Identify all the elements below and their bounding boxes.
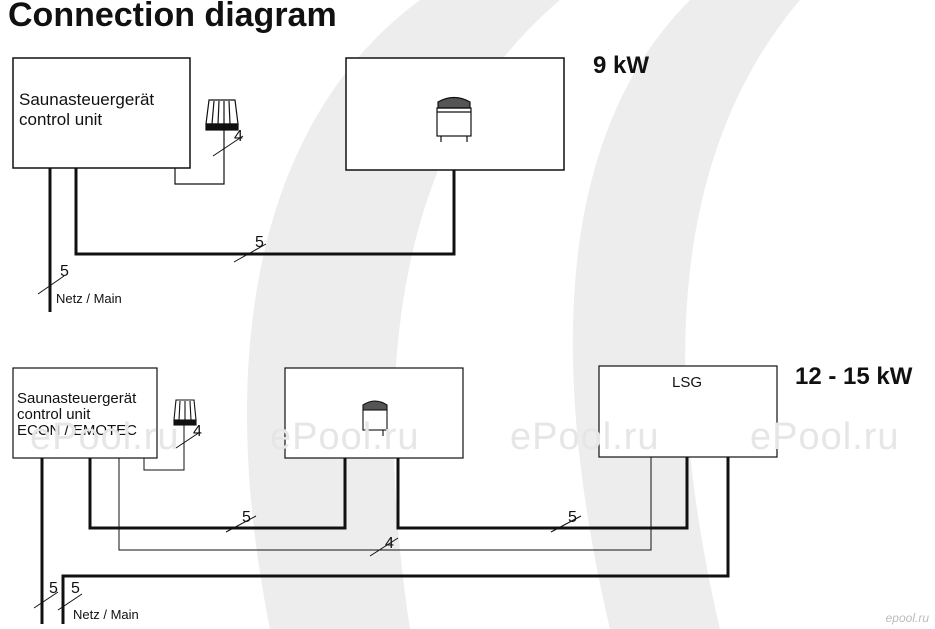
cable-tick [57,593,83,611]
sensor-cable-9kw [174,130,225,185]
mains-cable-count-2: 5 [71,580,80,597]
heater-cable-12-15kw [88,458,347,530]
background-arcs [247,0,800,629]
mains-label-12-15kw: Netz / Main [73,607,139,622]
control-unit-line2: control unit [19,110,103,129]
page-title: Connection diagram [8,0,337,34]
mains-cable-lsg [61,457,730,624]
temperature-sensor-icon [205,99,239,131]
cable-tick [175,431,201,449]
heater-cable-count-9kw: 5 [255,234,264,251]
control-unit-box-9kw [12,57,191,169]
temperature-sensor-icon [173,399,197,426]
cable-tick [369,537,399,557]
sensor-cable-count-9kw: 4 [234,128,243,145]
lsg-box [598,365,778,458]
heater-cable-9kw [74,168,456,256]
cable-tick [225,515,257,533]
cable-tick [33,591,59,609]
control-unit-line1: Saunasteuergerät [19,90,155,109]
power-label-9kw: 9 kW [593,52,650,79]
control-unit-label-9kw: Saunasteuergerät control unit [19,90,154,130]
watermark: ePool.ru [750,416,900,458]
sauna-heater-icon [436,96,472,142]
watermark: ePool.ru [510,416,660,458]
cable-tick [233,243,267,263]
control-unit-label-12-15kw: Saunasteuergerät control unit ECON / EMO… [17,391,137,439]
control-cable [118,457,652,551]
power-label-12-15kw: 12 - 15 kW [795,363,913,390]
sauna-heater-icon [362,400,388,436]
lsg-cable-count: 5 [568,509,577,526]
lsg-label: LSG [672,374,703,391]
control-unit-line3: ECON / EMOTEC [17,422,138,439]
lsg-heater-cable [396,457,689,530]
heater-box-12-15kw [284,367,464,459]
cable-tick [212,135,244,157]
watermark: ePool.ru [30,416,180,458]
heater-box-9kw [345,57,565,171]
control-unit-line1: Saunasteuergerät [17,390,137,407]
mains-cable-count-1: 5 [49,580,58,597]
mains-cable-count-9kw: 5 [60,263,69,280]
control-unit-line2: control unit [17,406,91,423]
sensor-cable-12-15kw [143,425,185,471]
watermark: ePool.ru [270,416,420,458]
heater-cable-count-12-15kw: 5 [242,509,251,526]
mains-label-9kw: Netz / Main [56,291,122,306]
corner-watermark: epool.ru [885,611,929,625]
control-unit-box-12-15kw [12,367,158,459]
cable-tick [37,275,65,295]
sensor-cable-count-12-15kw: 4 [193,423,202,440]
control-cable-count: 4 [385,535,394,552]
cable-tick [550,515,582,533]
